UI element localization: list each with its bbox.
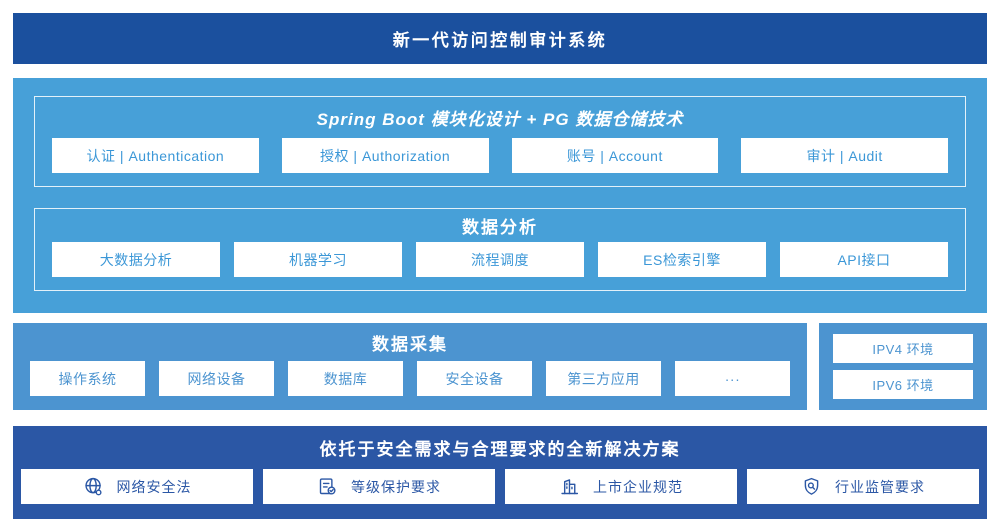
env-ipv4: IPV4 环境	[833, 334, 973, 363]
solution-title: 依托于安全需求与合理要求的全新解决方案	[319, 440, 681, 459]
collection-row: 数据采集 操作系统 网络设备 数据库 安全设备 第三方应用 ··· IPV4 环…	[13, 323, 987, 410]
source-more-ellipsis: ···	[675, 361, 790, 396]
source-third-party-app: 第三方应用	[546, 361, 661, 396]
shield-search-icon	[801, 476, 822, 497]
document-check-icon	[317, 476, 338, 497]
data-collection-section: 数据采集 操作系统 网络设备 数据库 安全设备 第三方应用 ···	[13, 323, 807, 410]
source-security-device: 安全设备	[417, 361, 532, 396]
data-analysis-subsection: 数据分析 大数据分析 机器学习 流程调度 ES检索引擎 API接口	[34, 208, 966, 291]
module-account: 账号 | Account	[511, 138, 719, 173]
data-analysis-modules: 大数据分析 机器学习 流程调度 ES检索引擎 API接口	[52, 242, 948, 277]
solution-item-label: 网络安全法	[116, 478, 192, 495]
module-audit: 审计 | Audit	[741, 138, 948, 173]
module-machine-learning: 机器学习	[234, 242, 402, 277]
spring-boot-subsection: Spring Boot 模块化设计 + PG 数据仓储技术 认证 | Authe…	[34, 96, 966, 187]
solution-cybersecurity-law: 网络安全法	[21, 469, 253, 504]
module-authentication: 认证 | Authentication	[52, 138, 259, 173]
module-bigdata-analysis: 大数据分析	[52, 242, 220, 277]
solution-section: 依托于安全需求与合理要求的全新解决方案 网络安全法	[13, 426, 987, 519]
system-title-banner: 新一代访问控制审计系统	[13, 13, 987, 64]
module-authorization: 授权 | Authorization	[281, 138, 489, 173]
solution-industry-regulation: 行业监管要求	[747, 469, 979, 504]
spring-boot-title: Spring Boot 模块化设计 + PG 数据仓储技术	[316, 110, 684, 129]
module-es-search-engine: ES检索引擎	[598, 242, 766, 277]
data-collection-sources: 操作系统 网络设备 数据库 安全设备 第三方应用 ···	[30, 361, 790, 396]
module-api-interface: API接口	[780, 242, 948, 277]
spring-boot-modules: 认证 | Authentication 授权 | Authorization 账…	[52, 138, 948, 173]
source-operating-system: 操作系统	[30, 361, 145, 396]
source-database: 数据库	[288, 361, 403, 396]
data-analysis-title: 数据分析	[462, 218, 538, 237]
environment-panel: IPV4 环境 IPV6 环境	[819, 323, 987, 410]
env-ipv6: IPV6 环境	[833, 370, 973, 399]
source-network-device: 网络设备	[159, 361, 274, 396]
solution-graded-protection: 等级保护要求	[263, 469, 495, 504]
solution-item-label: 行业监管要求	[835, 478, 925, 495]
data-collection-title: 数据采集	[372, 334, 448, 354]
system-title: 新一代访问控制审计系统	[392, 31, 608, 50]
building-icon	[559, 476, 580, 497]
platform-section: Spring Boot 模块化设计 + PG 数据仓储技术 认证 | Authe…	[13, 78, 987, 313]
module-workflow-scheduling: 流程调度	[416, 242, 584, 277]
solution-item-label: 上市企业规范	[593, 478, 683, 495]
solution-item-label: 等级保护要求	[351, 478, 441, 495]
solution-items: 网络安全法 等级保护要求	[21, 469, 979, 504]
solution-listed-company: 上市企业规范	[505, 469, 737, 504]
globe-icon	[83, 476, 104, 497]
